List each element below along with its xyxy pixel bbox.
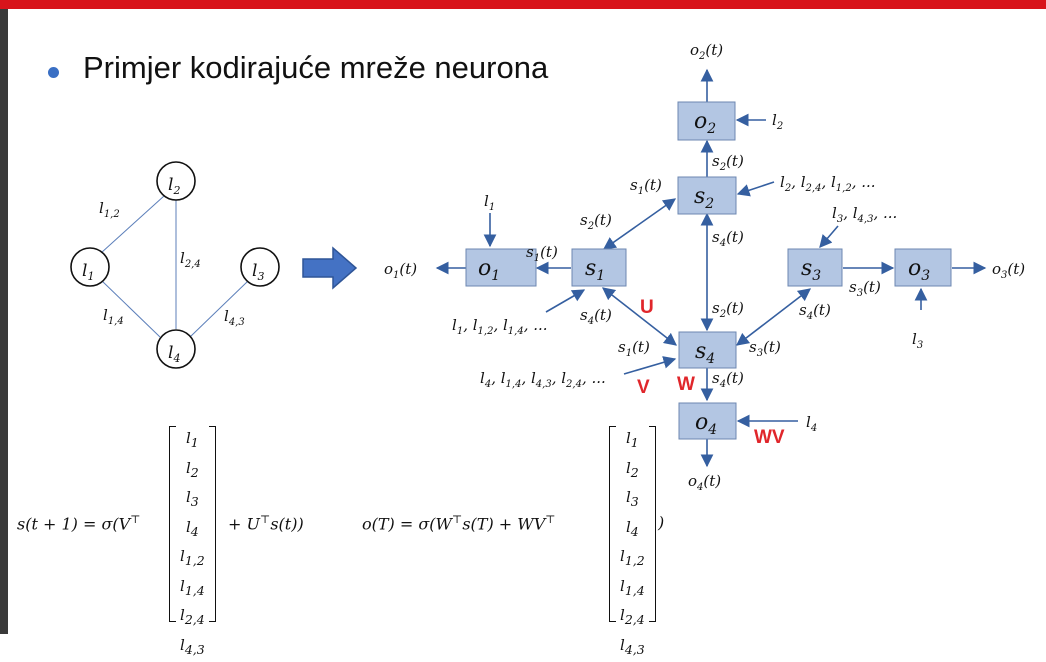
vec-entry: l4,3 — [180, 633, 205, 662]
node-s3: s3 — [788, 249, 842, 286]
vec-entry: l1,2 — [180, 544, 205, 574]
state-equation-rhs: + U⊤s(t)) — [228, 513, 304, 533]
label-l2-in: l2 — [772, 111, 783, 132]
vec-entry: l2,4 — [180, 603, 205, 633]
vec-entry: l4 — [186, 515, 199, 545]
vec-entry: l1,2 — [620, 544, 645, 574]
node-s1: s1 — [572, 249, 626, 286]
vec-entry: l3 — [186, 485, 199, 515]
label-l3-in: l3 — [912, 330, 923, 351]
state-equation-lhs: s(t + 1) = σ(V⊤ — [17, 513, 141, 533]
svg-text:s4(t): s4(t) — [712, 369, 744, 390]
weight-label-w: W — [677, 374, 695, 395]
label-l1-in: l1 — [484, 192, 495, 213]
label-o1-out: o1(t) — [384, 260, 417, 281]
vec-entry: l2,4 — [620, 603, 645, 633]
node-s2: s2 — [678, 177, 736, 214]
svg-text:s4(t): s4(t) — [799, 301, 831, 322]
node-o2: o2 — [678, 102, 735, 140]
svg-text:s1(t): s1(t) — [526, 243, 558, 264]
weight-label-v: V — [637, 377, 650, 398]
svg-text:s2(t): s2(t) — [712, 299, 744, 320]
vec-entry: l1 — [186, 426, 199, 456]
input-graph: l2 l1 l3 l4 l1,2 l2,4 l1,4 l4,3 — [71, 162, 279, 368]
weight-label-wv: WV — [754, 427, 785, 448]
node-o4: o4 — [679, 403, 736, 439]
vec-entry: l1,4 — [180, 574, 205, 604]
network-diagram: l2 l1 l3 l4 l1,2 l2,4 l1,4 l4,3 — [0, 0, 1046, 634]
vec-entry: l3 — [626, 485, 639, 515]
svg-text:s2(t): s2(t) — [712, 152, 744, 173]
svg-text:s1(t): s1(t) — [630, 176, 662, 197]
node-o3: o3 — [895, 249, 951, 286]
label-o4-out: o4(t) — [688, 472, 721, 493]
edge-label-l24: l2,4 — [180, 249, 201, 270]
weight-label-u: U — [640, 297, 654, 318]
edge-label-l14: l1,4 — [103, 306, 124, 327]
label-o2-out: o2(t) — [690, 41, 723, 62]
label-o3-out: o3(t) — [992, 260, 1025, 281]
label-s2-in: l2, l2,4, l1,2, ... — [780, 173, 876, 194]
svg-text:s4(t): s4(t) — [712, 228, 744, 249]
vec-entry: l2 — [626, 456, 639, 486]
label-s1-in: l1, l1,2, l1,4, ... — [452, 316, 548, 337]
label-s3-in: l3, l4,3, ... — [832, 204, 897, 225]
svg-text:s3(t): s3(t) — [749, 338, 781, 359]
vec-entry: l2 — [186, 456, 199, 486]
label-l4-in: l4 — [806, 413, 817, 434]
output-equation-vector: l1 l2 l3 l4 l1,2 l1,4 l2,4 l4,3 — [609, 426, 656, 622]
svg-text:s2(t): s2(t) — [580, 211, 612, 232]
output-equation-rhs: ) — [658, 513, 664, 532]
vec-entry: l4,3 — [620, 633, 645, 662]
vec-entry: l4 — [626, 515, 639, 545]
transform-arrow-icon — [303, 248, 356, 288]
state-equation-vector: l1 l2 l3 l4 l1,2 l1,4 l2,4 l4,3 — [169, 426, 216, 622]
svg-text:s3(t): s3(t) — [849, 278, 881, 299]
vec-entry: l1,4 — [620, 574, 645, 604]
svg-text:s4(t): s4(t) — [580, 306, 612, 327]
output-equation-lhs: o(T) = σ(W⊤s(T) + WV⊤ — [362, 513, 556, 533]
label-s4-in: l4, l1,4, l4,3, l2,4, ... — [480, 369, 606, 390]
node-s4: s4 — [679, 332, 736, 368]
vec-entry: l1 — [626, 426, 639, 456]
svg-text:s1(t): s1(t) — [618, 338, 650, 359]
edge-label-l12: l1,2 — [99, 199, 120, 220]
edge-label-l43: l4,3 — [224, 307, 245, 328]
